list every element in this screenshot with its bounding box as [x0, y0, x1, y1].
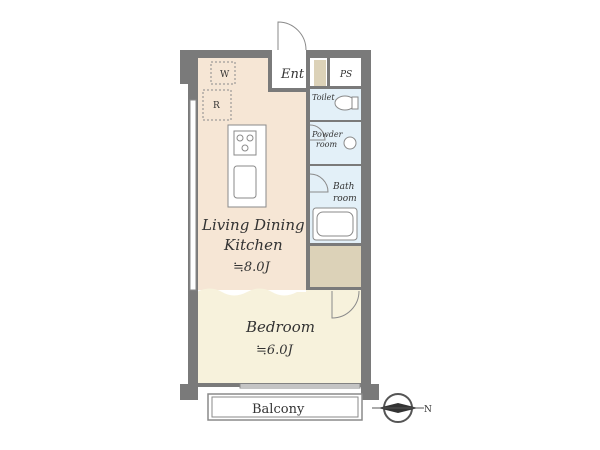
stove-icon — [233, 130, 257, 156]
outer-wall-left-bottom — [180, 384, 198, 400]
fridge-box — [202, 89, 232, 121]
living-label-2: Kitchen — [223, 236, 283, 254]
bedroom-area-label: ≒6.0J — [256, 343, 294, 358]
wall-wet-left — [306, 58, 310, 290]
doors — [277, 21, 360, 319]
toilet-door-swing — [309, 124, 326, 141]
wall-ps-left — [327, 58, 330, 88]
balcony — [207, 393, 363, 421]
compass-north-label: N — [424, 405, 432, 415]
pipe-space-area — [330, 58, 361, 88]
storage-closet — [309, 246, 361, 288]
bath-door-swing — [309, 173, 329, 193]
living-area-label: ≒8.0J — [233, 260, 271, 275]
wall-toilet-bottom — [309, 120, 361, 122]
fixtures — [202, 61, 359, 241]
outer-wall-top-left — [188, 50, 272, 58]
wall-powder-bottom — [309, 164, 361, 166]
entrance-shoe-box — [314, 60, 326, 86]
bathtub-icon — [312, 207, 358, 241]
bath-room-label-1: Bath — [332, 182, 354, 192]
bedroom-door-swing — [331, 290, 360, 319]
windows — [189, 99, 361, 389]
bedroom-label: Bedroom — [245, 318, 315, 336]
pipe-space-label: PS — [339, 70, 352, 80]
wall-ent-left — [268, 58, 272, 92]
washbasin-icon — [343, 136, 357, 150]
powder-room-label-1: Powder — [311, 130, 344, 139]
entrance-label: Ent — [280, 67, 305, 82]
room-labels: W R Ent PS Toilet Powder room Bath room … — [201, 67, 357, 417]
toilet-label: Toilet — [312, 93, 335, 102]
front-door-swing — [277, 21, 307, 51]
window-left — [189, 99, 197, 291]
washer-box — [210, 61, 236, 85]
compass: N — [372, 393, 432, 423]
living-bedroom-boundary — [197, 288, 361, 383]
fridge-label: R — [213, 101, 220, 111]
living-label-1: Living Dining — [201, 216, 305, 234]
outer-wall-left-top — [180, 50, 198, 84]
washer-label: W — [220, 70, 230, 80]
balcony-label: Balcony — [252, 402, 305, 417]
sink-icon — [233, 165, 257, 199]
bath-room-label-2: room — [333, 194, 357, 204]
wall-storage-bottom — [306, 287, 361, 290]
outer-wall-right-bottom — [361, 384, 379, 400]
wall-bath-bottom — [306, 243, 361, 246]
outer-wall-top-right — [306, 50, 371, 58]
outer-wall-right — [361, 50, 371, 384]
powder-room-label-2: room — [316, 140, 337, 149]
wall-ps-bottom — [306, 86, 361, 89]
entrance-area — [272, 58, 306, 90]
wall-ent-bottom — [268, 88, 308, 92]
balcony-slab — [207, 393, 363, 421]
